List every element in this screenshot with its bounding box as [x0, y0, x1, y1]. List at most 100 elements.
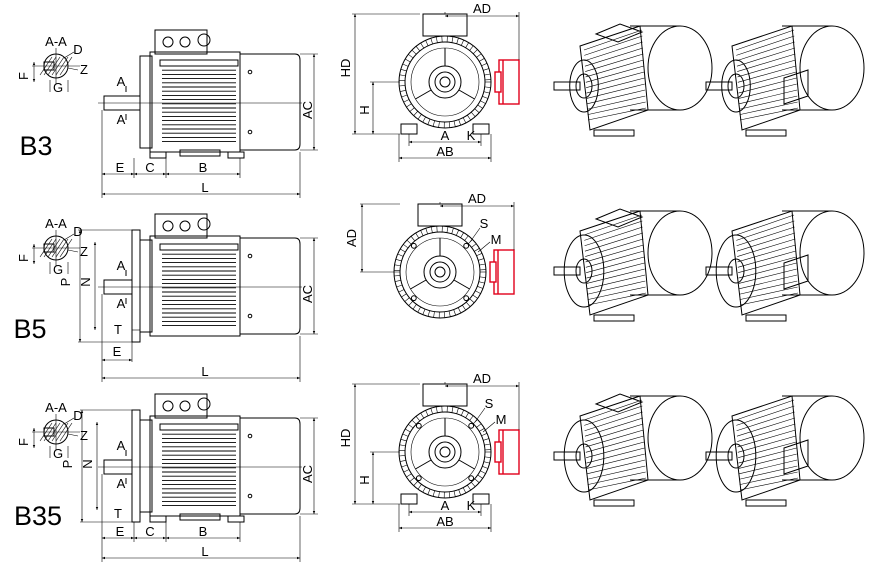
rib: [405, 298, 410, 302]
rib: [475, 291, 480, 294]
flange-bolt-hole: [469, 476, 474, 481]
iso-front-face: [722, 60, 751, 112]
iso-fin: [737, 48, 795, 66]
label-l: L: [201, 544, 208, 559]
shaft-end: [430, 262, 450, 282]
iso-foot: [746, 500, 786, 506]
rib: [478, 475, 483, 478]
lifting-eye: [198, 218, 210, 230]
section-label-a: A: [117, 74, 126, 89]
bearing-cap: [429, 66, 461, 98]
rib: [412, 50, 416, 54]
rib: [410, 478, 415, 482]
leader-z: [68, 434, 78, 436]
label-b: B: [199, 524, 208, 539]
rib: [477, 54, 482, 58]
rib: [400, 445, 406, 446]
iso-fin: [587, 269, 645, 283]
label-l: L: [201, 364, 208, 379]
fan-cowl: [240, 54, 300, 150]
motor-isometric-icon: [706, 396, 864, 506]
label-p: P: [60, 460, 75, 469]
flange-bolt-hole: [416, 476, 421, 481]
motor-isometric-icon: [706, 211, 864, 321]
iso-foot: [594, 500, 634, 506]
foot-web: [180, 514, 220, 520]
rib: [454, 491, 455, 497]
rib: [412, 420, 416, 424]
gland: [163, 401, 173, 411]
rib: [431, 408, 433, 414]
section-title: A-A: [45, 216, 67, 231]
flange-bolt-hole: [464, 296, 469, 301]
rib: [457, 408, 459, 414]
rib: [479, 282, 485, 283]
spoke: [410, 280, 426, 289]
rib: [394, 275, 400, 276]
flange-bolt-hole: [416, 423, 421, 428]
iso-fin: [736, 30, 794, 50]
rib: [449, 122, 450, 128]
rib: [461, 40, 463, 45]
label-ad: AD: [468, 191, 486, 206]
iso-fin: [585, 48, 643, 66]
iso-fin: [585, 233, 643, 251]
rib: [439, 122, 440, 128]
rib: [473, 49, 477, 53]
iso-fin: [585, 227, 643, 246]
spoke: [459, 90, 475, 99]
iso-fin: [588, 287, 646, 300]
label-d: D: [73, 224, 82, 239]
rib: [433, 121, 435, 127]
section-label-a: A: [117, 112, 126, 127]
label-n: N: [78, 277, 93, 286]
rib: [457, 38, 459, 44]
foot-front: [473, 124, 489, 134]
iso-fin: [585, 418, 643, 436]
label-ad: AD: [473, 1, 491, 16]
iso-cowl-end: [648, 26, 712, 110]
rib: [466, 43, 469, 48]
rib: [454, 310, 456, 316]
cowl-screw: [248, 314, 252, 318]
label-f: F: [16, 438, 31, 446]
rib: [482, 433, 487, 435]
iso-cowl-end: [648, 396, 712, 480]
rib: [423, 309, 425, 315]
shaft-end: [435, 442, 455, 462]
rib: [484, 444, 490, 445]
label-d: D: [73, 42, 82, 57]
frame-band: [160, 244, 238, 250]
label-e: E: [116, 160, 125, 175]
rib: [399, 455, 405, 456]
rib: [461, 410, 463, 415]
rib: [402, 95, 408, 97]
rib: [398, 254, 404, 256]
rib: [473, 295, 478, 298]
iso-terminal-box: [784, 255, 808, 289]
rib: [474, 248, 479, 251]
foot-front: [401, 124, 417, 134]
rib: [416, 46, 420, 51]
label-m: M: [496, 412, 507, 427]
label-ad-vert: AD: [344, 229, 359, 247]
rib: [439, 492, 440, 498]
label-hd: HD: [338, 429, 353, 448]
section-label-a: A: [117, 296, 126, 311]
label-h: H: [357, 105, 372, 114]
rib: [482, 63, 487, 65]
iso-cowl-end: [800, 396, 864, 480]
rib: [409, 301, 413, 305]
rib: [482, 96, 488, 98]
rib: [399, 290, 404, 293]
leader-z: [68, 68, 78, 70]
frame-band: [160, 424, 238, 430]
rib: [477, 253, 482, 255]
iso-fin: [739, 275, 797, 289]
label-ab: AB: [436, 514, 453, 529]
spoke: [459, 460, 475, 469]
rib: [459, 120, 461, 126]
